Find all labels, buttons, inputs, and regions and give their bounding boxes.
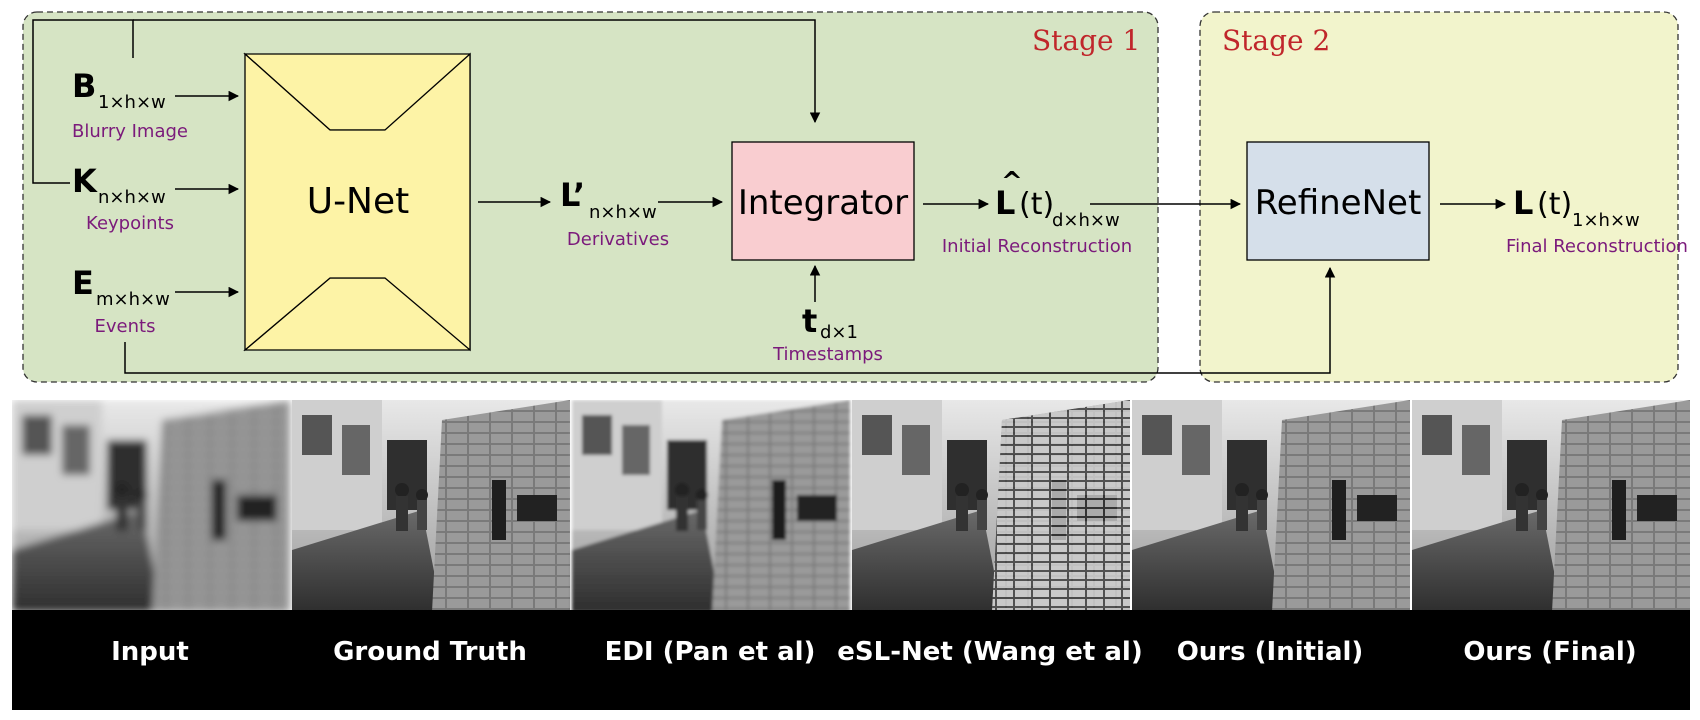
stage2-box — [1199, 11, 1679, 383]
stage2-title: Stage 2 — [1222, 24, 1330, 57]
panel-ours-initial — [1132, 400, 1410, 612]
final-reconstruction-node: L (t) 1×h×w Final Reconstruction — [1506, 184, 1688, 257]
caption-ours-initial: Ours (Initial) — [1176, 637, 1364, 667]
input-blurry-image: B 1×h×w Blurry Image — [72, 67, 188, 142]
refinenet-block — [1246, 141, 1430, 261]
skip-arrow-integrator — [133, 19, 821, 124]
input-b-desc: Blurry Image — [72, 121, 188, 142]
caption-edi: EDI (Pan et al) — [604, 637, 816, 667]
skip-connection-to-integrator — [32, 19, 134, 184]
events-to-refinenet-connection — [124, 266, 1336, 374]
final-arg: (t) — [1537, 187, 1572, 222]
timestamps-desc: Timestamps — [772, 344, 883, 365]
initial-reconstruction-node: L ^ (t) d×h×w Initial Reconstruction — [942, 167, 1132, 257]
input-b-subscript: 1×h×w — [98, 92, 166, 113]
derivatives-node: L’ n×h×w Derivatives — [560, 176, 669, 250]
input-k-desc: Keypoints — [86, 213, 174, 234]
initial-arg: (t) — [1019, 187, 1054, 222]
derivatives-symbol: L’ — [560, 176, 585, 214]
unet-label: U-Net — [307, 181, 410, 222]
initial-desc: Initial Reconstruction — [942, 236, 1132, 257]
input-keypoints: K n×h×w Keypoints — [72, 162, 174, 234]
derivatives-desc: Derivatives — [567, 229, 669, 250]
timestamps-symbol: t — [802, 302, 817, 340]
input-b-symbol: B — [72, 67, 96, 105]
panel-input — [12, 400, 290, 612]
panel-edi — [572, 400, 850, 612]
timestamps-node: t d×1 Timestamps — [772, 302, 883, 365]
unet-shape — [244, 52, 471, 352]
timestamps-subscript: d×1 — [820, 322, 858, 343]
initial-subscript: d×h×w — [1052, 210, 1120, 231]
stage1-title: Stage 1 — [1032, 24, 1140, 57]
panel-ground-truth — [292, 400, 570, 612]
refinenet-label: RefineNet — [1255, 183, 1422, 223]
input-e-symbol: E — [72, 264, 94, 302]
input-k-symbol: K — [72, 162, 98, 200]
caption-bar — [12, 610, 1690, 710]
architecture-diagram: Stage 1 Stage 2 B 1×h×w Blurry Image K n… — [22, 11, 1688, 383]
final-desc: Final Reconstruction — [1506, 236, 1688, 257]
stage1-box — [22, 11, 1159, 383]
input-k-subscript: n×h×w — [98, 187, 166, 208]
input-e-desc: Events — [95, 316, 156, 337]
initial-hat-icon: ^ — [1001, 167, 1023, 197]
input-events: E m×h×w Events — [72, 264, 170, 337]
integrator-label: Integrator — [738, 183, 908, 223]
panel-esl-net — [852, 400, 1130, 612]
result-image-strip — [12, 400, 1690, 612]
caption-ours-final: Ours (Final) — [1463, 637, 1637, 667]
caption-ground-truth: Ground Truth — [333, 637, 527, 667]
input-e-subscript: m×h×w — [96, 289, 170, 310]
derivatives-subscript: n×h×w — [589, 202, 657, 223]
final-subscript: 1×h×w — [1572, 210, 1640, 231]
integrator-block — [731, 141, 915, 261]
panel-ours-final — [1412, 400, 1690, 612]
caption-input: Input — [111, 637, 189, 667]
final-symbol: L — [1513, 184, 1533, 222]
caption-esl-net: eSL-Net (Wang et al) — [837, 637, 1143, 667]
initial-symbol: L — [995, 184, 1015, 222]
